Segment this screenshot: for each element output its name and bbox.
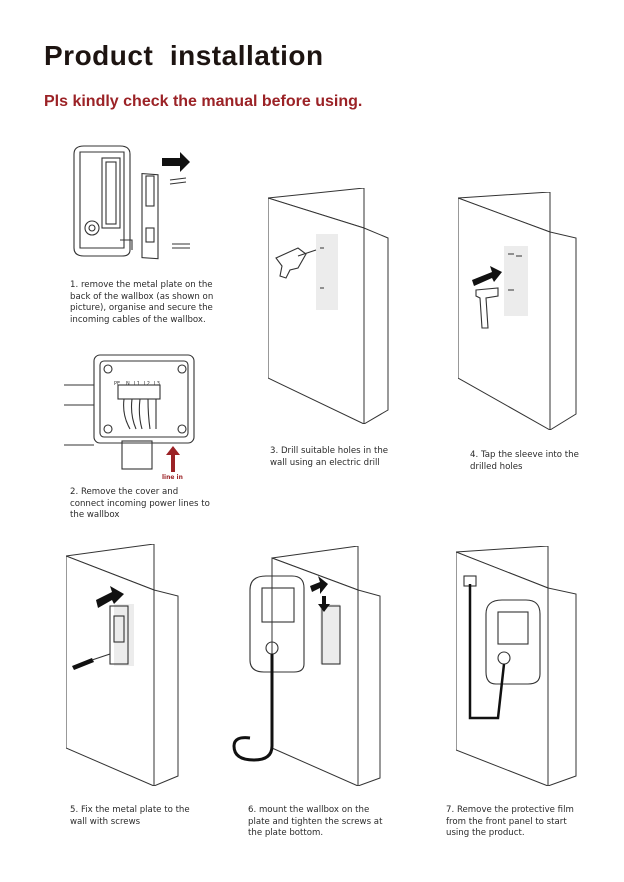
line-in-arrow	[166, 446, 180, 472]
step-5-text: Fix the metal plate to the wall with scr…	[70, 805, 190, 827]
step-2-illustration	[64, 354, 195, 470]
step-2-text: Remove the cover and connect incoming po…	[70, 487, 210, 521]
step-4-number: 4.	[470, 450, 479, 460]
step-2-terminal-labels: PE N L1 L2 L3	[114, 381, 160, 387]
page-subtitle: Pls kindly check the manual before using…	[44, 93, 363, 110]
step-5-illustration	[66, 544, 179, 786]
step-4-caption: 4. Tap the sleeve into the drilled holes	[470, 450, 580, 473]
step-6-caption: 6. mount the wallbox on the plate and ti…	[248, 805, 384, 840]
terminal-label-n: N	[126, 381, 130, 387]
step-6-illustration	[232, 546, 381, 786]
step-4-text: Tap the sleeve into the drilled holes	[470, 450, 579, 472]
step-1-illustration	[73, 145, 190, 260]
step-7-caption: 7. Remove the protective film from the f…	[446, 805, 586, 840]
step-3-text: Drill suitable holes in the wall using a…	[270, 446, 389, 468]
step-7-illustration	[456, 546, 577, 786]
line-in-label: line in	[162, 474, 183, 481]
step-6-text: mount the wallbox on the plate and tight…	[248, 805, 383, 839]
step-7-text: Remove the protective film from the fron…	[446, 805, 574, 839]
step-3-illustration	[268, 188, 389, 424]
terminal-label-l1: L1	[134, 381, 140, 387]
step-2-caption: 2. Remove the cover and connect incoming…	[70, 487, 210, 522]
step-5-caption: 5. Fix the metal plate to the wall with …	[70, 805, 190, 828]
step-5-number: 5.	[70, 805, 79, 815]
step-1-caption: 1. remove the metal plate on the back of…	[70, 280, 220, 326]
step-1-text: remove the metal plate on the back of th…	[70, 280, 214, 325]
step-4-illustration	[458, 192, 577, 430]
terminal-label-l3: L3	[154, 381, 160, 387]
step-3-caption: 3. Drill suitable holes in the wall usin…	[270, 446, 390, 469]
step-6-number: 6.	[248, 805, 257, 815]
page-title: Product installation	[44, 40, 324, 71]
step-1-number: 1.	[70, 280, 79, 290]
step-2-number: 2.	[70, 487, 79, 497]
terminal-label-pe: PE	[114, 381, 120, 387]
step-3-number: 3.	[270, 446, 279, 456]
terminal-label-l2: L2	[144, 381, 150, 387]
step-7-number: 7.	[446, 805, 455, 815]
